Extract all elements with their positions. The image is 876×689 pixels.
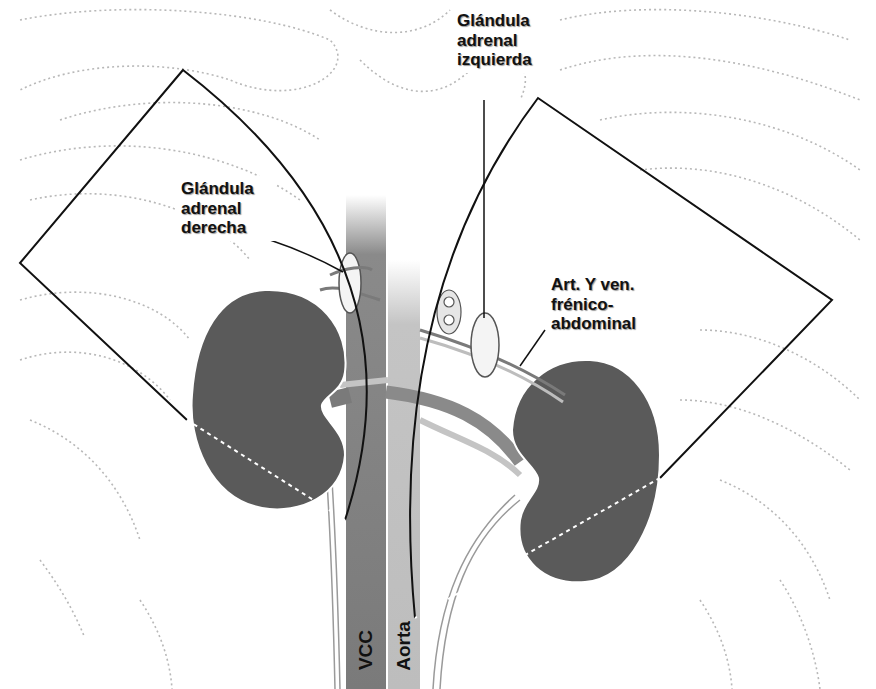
left-renal-vein <box>386 392 520 462</box>
leader-lines <box>270 100 545 366</box>
left-renal-artery <box>420 420 520 475</box>
ultrasound-sectors <box>20 70 832 618</box>
background-outlines <box>20 10 860 689</box>
celiac-vessels <box>437 290 461 334</box>
sector-edges <box>187 420 660 618</box>
right-renal-vein <box>330 395 350 400</box>
blank-patch <box>0 636 128 689</box>
right-renal-artery <box>340 380 388 385</box>
vessel-name: VCC <box>355 630 377 670</box>
right-kidney <box>192 290 346 509</box>
vessel-label: Art. Y ven. frénico-abdominal <box>546 272 680 337</box>
aorta <box>388 260 420 689</box>
adrenal-label: Glándula adrenal derecha <box>176 176 276 241</box>
adrenal-label: Glándula adrenal izquierda <box>452 8 552 73</box>
left-adrenal-gland <box>471 313 499 377</box>
vessel-name: Aorta <box>393 621 415 671</box>
